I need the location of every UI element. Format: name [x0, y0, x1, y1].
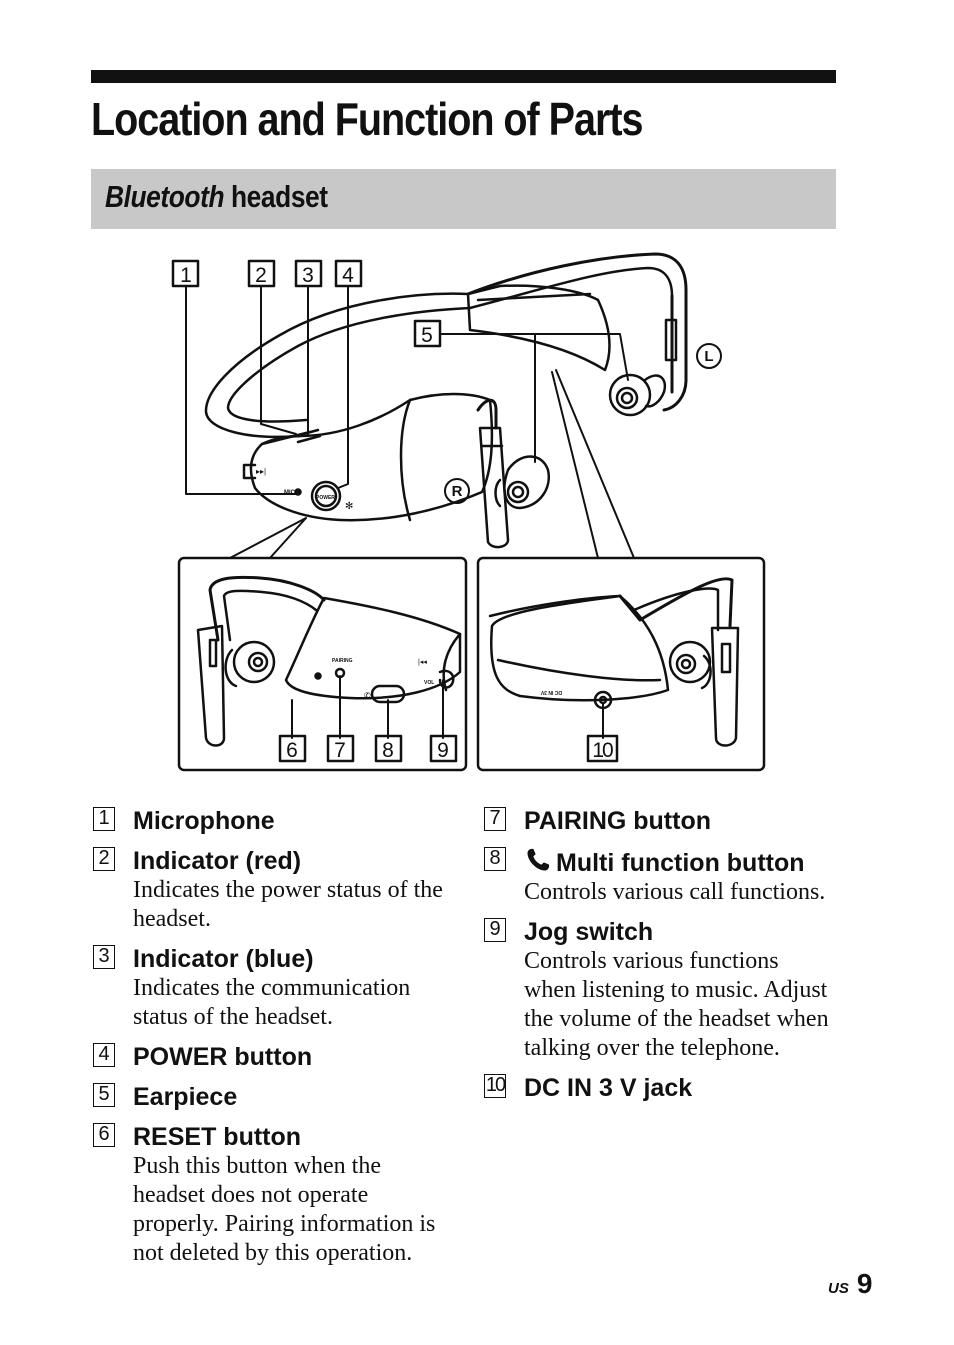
callout-8: 8: [382, 739, 394, 762]
part-number-7: 7: [484, 807, 506, 831]
part-desc-8: Controls various call functions.: [524, 879, 826, 905]
phone-icon: [527, 848, 550, 871]
part-name-9: Jog switch: [524, 918, 654, 946]
top-rule: [91, 70, 836, 83]
part-number-10: 10: [484, 1074, 506, 1098]
section-title: Bluetooth headset: [105, 179, 328, 215]
vol-tiny-label: VOL: [424, 680, 434, 686]
part-name-3: Indicator (blue): [133, 945, 314, 973]
prev-track-icon: |◂◂: [418, 659, 427, 666]
callout-boxes: [171, 259, 619, 763]
parts-list-right: 7 PAIRING button 8 Multi function button…: [484, 806, 834, 1113]
part-name-5: Earpiece: [133, 1083, 238, 1111]
part-item-2: 2 Indicator (red) Indicates the power st…: [93, 846, 453, 934]
callout-leaders: [185, 285, 629, 739]
part-desc-2: Indicates the power status of the headse…: [133, 877, 443, 932]
part-item-5: 5 Earpiece: [93, 1082, 453, 1112]
part-number-9: 9: [484, 918, 506, 942]
part-name-6: RESET button: [133, 1123, 302, 1151]
part-item-6: 6 RESET button Push this button when the…: [93, 1122, 453, 1268]
callout-4: 4: [342, 264, 354, 287]
part-name-8: Multi function button: [556, 849, 805, 877]
part-name-10: DC IN 3 V jack: [524, 1074, 693, 1102]
part-number-8: 8: [484, 847, 506, 871]
part-name-1: Microphone: [133, 807, 275, 835]
part-number-4: 4: [93, 1043, 115, 1067]
part-number-3: 3: [93, 945, 115, 969]
part-name-4: POWER button: [133, 1043, 313, 1071]
detail-view-side: [476, 556, 766, 772]
page-number: 9: [856, 1268, 873, 1299]
section-title-text: headset: [224, 179, 328, 214]
parts-list-left: 1 Microphone 2 Indicator (red) Indicates…: [93, 806, 453, 1278]
callout-3: 3: [302, 264, 314, 287]
section-title-brand: Bluetooth: [105, 179, 225, 214]
section-header: Bluetooth headset: [91, 169, 836, 229]
part-desc-6: Push this button when the headset does n…: [133, 1153, 436, 1266]
callout-5: 5: [421, 324, 433, 347]
page-region-label: US: [828, 1280, 849, 1297]
part-desc-9: Controls various functions when listenin…: [524, 948, 829, 1061]
page-footer: US 9: [828, 1268, 872, 1300]
part-item-1: 1 Microphone: [93, 806, 453, 836]
headset-main-illustration: [204, 252, 688, 549]
dcin-tiny-label: DC IN 3V: [540, 689, 562, 695]
callout-2: 2: [255, 264, 267, 287]
part-number-2: 2: [93, 847, 115, 871]
part-name-7: PAIRING button: [524, 807, 711, 835]
part-item-4: 4 POWER button: [93, 1042, 453, 1072]
part-desc-3: Indicates the communication status of th…: [133, 975, 411, 1030]
part-number-5: 5: [93, 1083, 115, 1107]
detail-view-bottom: [177, 556, 468, 772]
left-side-marker: L: [704, 348, 713, 365]
pairing-tiny-label: PAIRING: [332, 658, 353, 664]
part-item-9: 9 Jog switch Controls various functions …: [484, 917, 834, 1063]
right-side-marker: R: [452, 483, 463, 500]
part-item-3: 3 Indicator (blue) Indicates the communi…: [93, 944, 453, 1032]
part-item-10: 10 DC IN 3 V jack: [484, 1073, 834, 1103]
part-number-6: 6: [93, 1123, 115, 1147]
callout-10: 10: [592, 739, 613, 762]
callout-9: 9: [437, 739, 449, 762]
part-number-1: 1: [93, 807, 115, 831]
power-tiny-label: POWER: [316, 495, 335, 501]
callout-7: 7: [334, 739, 346, 762]
callout-1: 1: [180, 264, 192, 287]
part-name-2: Indicator (red): [133, 847, 302, 875]
callout-6: 6: [286, 739, 298, 762]
part-item-8: 8 Multi function button Controls various…: [484, 846, 834, 907]
headset-diagram: MIC POWER ✻ ▸▸| 1 2 3 4 5 6 7: [171, 252, 766, 772]
page-title: Location and Function of Parts: [91, 93, 643, 145]
next-track-icon: ▸▸|: [256, 467, 266, 476]
phone-small-icon: ✆: [364, 691, 371, 700]
part-item-7: 7 PAIRING button: [484, 806, 834, 836]
bluetooth-icon: ✻: [345, 501, 353, 512]
